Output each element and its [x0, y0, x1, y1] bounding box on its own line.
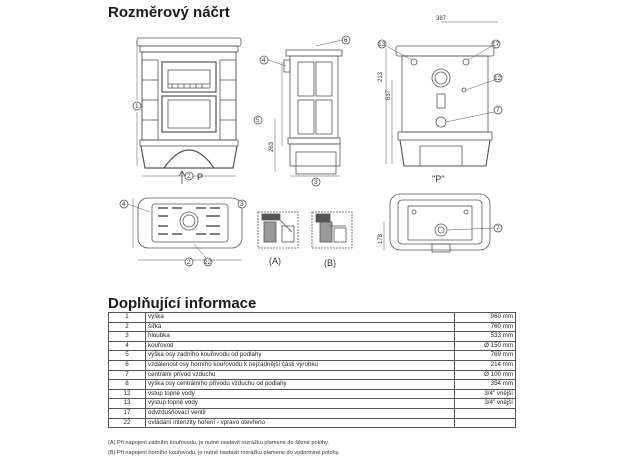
table-cell-desc: výška osy zadního kouřovodu od podlahy: [145, 350, 455, 361]
sketch-heading: Rozměrový náčrt: [108, 4, 230, 21]
table-cell-value: 214 mm: [454, 359, 516, 371]
detail-b-label: (B): [324, 258, 336, 268]
table-cell-num: 4: [108, 340, 146, 352]
detail-a: [257, 211, 299, 249]
view-p-label: "P": [432, 174, 444, 184]
technical-drawing: 1 2 3 4: [119, 16, 503, 268]
table-cell-desc: hloubka: [145, 331, 455, 342]
svg-text:2: 2: [187, 173, 191, 180]
rear-view: 13 17 12 7: [377, 21, 503, 167]
svg-text:22: 22: [204, 259, 212, 266]
side-view: 3 4 5 6: [253, 35, 351, 187]
dim-178: 178: [378, 233, 384, 244]
svg-text:3: 3: [314, 179, 318, 186]
table-cell-num: 3: [108, 331, 146, 342]
table-cell-value: 354 mm: [454, 379, 516, 390]
dim-263: 263: [269, 141, 275, 152]
table-cell-value: Ø 150 mm: [454, 340, 516, 352]
view-p: 7: [383, 193, 503, 253]
svg-text:5: 5: [256, 117, 260, 124]
table-cell-desc: výstup topné vody: [145, 398, 455, 409]
front-view: 1 2: [132, 37, 242, 181]
top-view: 2 4 3 22: [119, 197, 247, 267]
table-cell-num: 7: [108, 369, 146, 381]
svg-text:4: 4: [262, 57, 266, 64]
svg-text:17: 17: [492, 41, 500, 48]
table-cell-num: 2: [108, 321, 146, 333]
table-cell-desc: výška: [145, 312, 455, 323]
dim-637: 637: [386, 89, 392, 100]
svg-text:4: 4: [122, 201, 126, 208]
dim-387: 387: [436, 16, 447, 22]
svg-text:1: 1: [135, 103, 139, 110]
table-cell-num: 1: [108, 312, 146, 323]
table-cell-desc: odvzdušňovací ventil: [145, 407, 455, 419]
table-cell-value: 3/4" vnější: [454, 398, 516, 409]
table-cell-value: 3/4" vnější: [454, 388, 516, 400]
table-cell-num: 8: [108, 379, 146, 390]
svg-text:12: 12: [494, 75, 502, 82]
table-cell-value: [454, 407, 516, 419]
table-cell-num: 13: [108, 398, 146, 409]
table-cell-desc: ovládání intenzity hoření - vpravo otevř…: [145, 417, 455, 429]
detail-b: [311, 211, 353, 249]
table-cell-desc: vzdálenost osy horního kouřovodu k nejza…: [145, 359, 455, 371]
dim-213: 213: [378, 71, 384, 82]
table-cell-value: 960 mm: [454, 312, 516, 323]
table-cell-desc: výška osy centrálního přívodu vzduchu od…: [145, 379, 455, 390]
arrow-p-label: P: [197, 172, 203, 182]
table-cell-desc: centrální přívod vzduchu: [145, 369, 455, 381]
table-cell-desc: vstup topné vody: [145, 388, 455, 400]
detail-a-label: (A): [269, 256, 281, 266]
note-b: (B) Při napojení horního kouřovodu, je n…: [108, 450, 340, 456]
table-cell-value: 769 mm: [454, 350, 516, 361]
svg-text:6: 6: [344, 37, 348, 44]
table-cell-num: 6: [108, 359, 146, 371]
table-cell-value: Ø 100 mm: [454, 369, 516, 381]
note-a: (A) Při napojení zadního kouřovodu, je n…: [108, 440, 329, 446]
table-cell-num: 5: [108, 350, 146, 361]
svg-text:7: 7: [496, 225, 500, 232]
svg-text:2: 2: [187, 259, 191, 266]
svg-text:3: 3: [240, 201, 244, 208]
info-heading: Doplňující informace: [108, 295, 257, 312]
table-cell-num: 22: [108, 417, 146, 429]
table-cell-value: [454, 417, 516, 429]
table-cell-value: 533 mm: [454, 331, 516, 342]
table-cell-desc: šířka: [145, 321, 455, 333]
table-cell-desc: kouřovod: [145, 340, 455, 352]
svg-text:13: 13: [378, 41, 386, 48]
table-cell-num: 12: [108, 388, 146, 400]
table-cell-value: 760 mm: [454, 321, 516, 333]
table-cell-num: 17: [108, 407, 146, 419]
svg-text:7: 7: [496, 107, 500, 114]
